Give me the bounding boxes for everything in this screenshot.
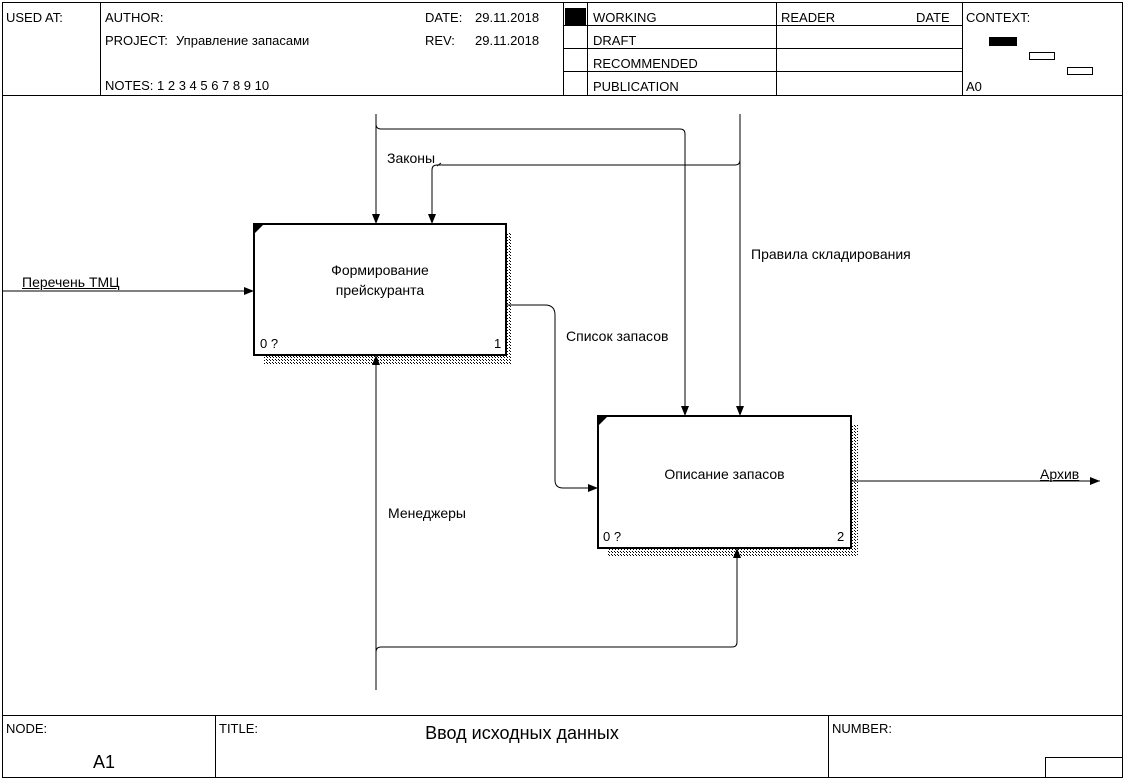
date-value: 29.11.2018 xyxy=(475,10,540,25)
title-label: TITLE: xyxy=(219,721,259,736)
context-node: A0 xyxy=(966,79,982,94)
footer-divider xyxy=(215,715,216,778)
arrow-control-laws xyxy=(428,159,741,224)
header-divider xyxy=(962,2,963,95)
context-box-active xyxy=(989,37,1017,46)
arrow-output-list xyxy=(506,304,598,492)
header-bottom-border xyxy=(2,95,1123,96)
status-draft: DRAFT xyxy=(593,33,637,48)
node-label: NODE: xyxy=(6,721,48,736)
box-2-cost: 0 ? xyxy=(603,529,622,544)
header-row-divider xyxy=(563,48,962,49)
box-2-number: 2 xyxy=(837,529,845,544)
reader-date-label: DATE xyxy=(916,10,950,25)
status-publication: PUBLICATION xyxy=(593,79,679,94)
used-at-label: USED AT: xyxy=(6,10,63,25)
arrow-label-rules: Правила складирования xyxy=(751,246,911,262)
box-1-title: Формирование прейскуранта xyxy=(254,260,506,300)
box-corner-mark xyxy=(598,416,608,426)
arrow-mechanism-branch xyxy=(375,548,741,653)
context-box xyxy=(1029,52,1055,60)
box-1-number: 1 xyxy=(494,336,502,351)
box-2-title: Описание запасов xyxy=(664,466,785,482)
box-shadow xyxy=(851,425,858,557)
date-label: DATE: xyxy=(425,10,463,25)
number-label: NUMBER: xyxy=(832,721,892,736)
activity-box-1 xyxy=(253,223,507,356)
box-shadow xyxy=(607,549,858,557)
header-row-divider xyxy=(563,71,962,72)
arrow-label-laws: Законы xyxy=(387,150,436,166)
box-1-title-line: Формирование xyxy=(331,262,429,278)
rev-value: 29.11.2018 xyxy=(475,33,540,48)
number-box xyxy=(1045,757,1123,778)
arrow-label-mechanism: Менеджеры xyxy=(388,505,466,521)
status-working: WORKING xyxy=(593,10,657,25)
header-divider xyxy=(100,2,101,95)
footer-top-border xyxy=(2,715,1123,716)
status-recommended: RECOMMENDED xyxy=(593,56,698,71)
box-1-title-line: прейскуранта xyxy=(335,282,425,298)
arrow-label-input: Перечень ТМЦ xyxy=(22,274,120,290)
arrow-label-output-list: Список запасов xyxy=(566,328,669,344)
node-value: A1 xyxy=(93,752,116,772)
reader-label: READER xyxy=(781,10,836,25)
activity-box-2 xyxy=(597,415,852,549)
working-marker xyxy=(565,8,586,25)
footer-divider xyxy=(828,715,829,778)
author-label: AUTHOR: xyxy=(105,10,164,25)
project-name: Управление запасами xyxy=(176,33,310,48)
label-tie xyxy=(436,162,442,167)
arrow-control-branch xyxy=(375,123,689,416)
project-label: PROJECT: xyxy=(105,33,168,48)
box-corner-mark xyxy=(254,224,264,234)
rev-label: REV: xyxy=(425,33,455,48)
context-label: CONTEXT: xyxy=(966,10,1031,25)
context-box xyxy=(1067,67,1093,75)
box-shadow xyxy=(506,233,512,364)
arrow-label-archive: Архив xyxy=(1040,466,1080,482)
box-1-cost: 0 ? xyxy=(260,336,279,351)
notes: NOTES: 1 2 3 4 5 6 7 8 9 10 xyxy=(105,78,270,93)
box-shadow xyxy=(264,356,512,364)
diagram-title: Ввод исходных данных xyxy=(425,723,619,743)
header-row-divider xyxy=(563,25,962,26)
